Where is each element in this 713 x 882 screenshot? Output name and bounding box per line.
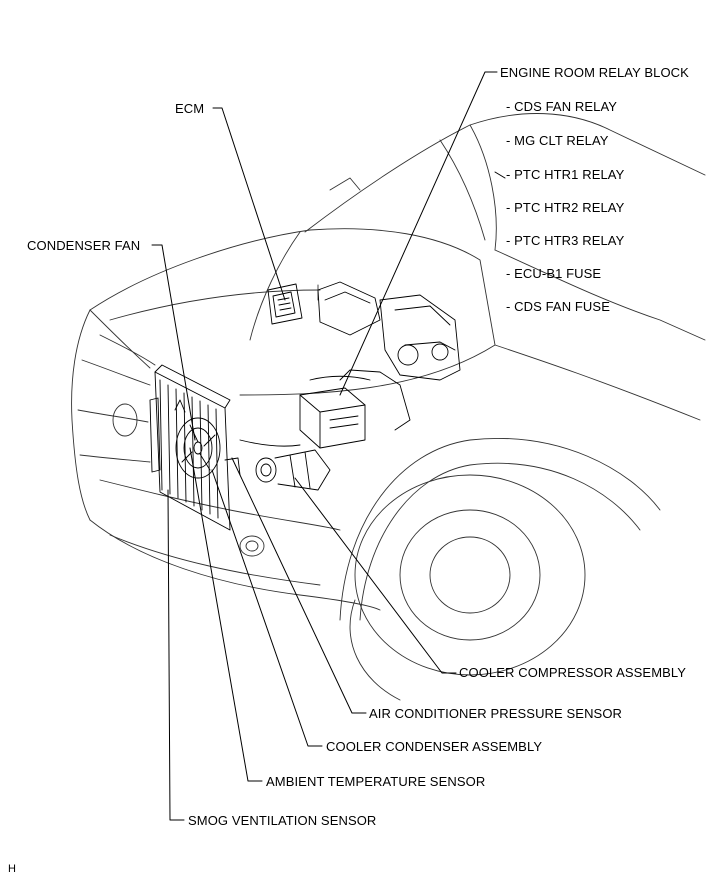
compressor bbox=[239, 439, 331, 491]
condenser-fan-assembly bbox=[149, 364, 241, 531]
relay-item-cds-fan-fuse: - CDS FAN FUSE bbox=[506, 299, 610, 314]
vehicle-body bbox=[71, 113, 706, 701]
relay-block-and-hvac bbox=[299, 281, 461, 449]
figure-code: H bbox=[8, 863, 17, 875]
relay-item-ptc-htr1-relay: - PTC HTR1 RELAY bbox=[506, 167, 625, 182]
relay-item-ecu-b1-fuse: - ECU-B1 FUSE bbox=[506, 266, 602, 281]
cooler-condenser-assembly-label: COOLER CONDENSER ASSEMBLY bbox=[326, 739, 543, 754]
ambient-temperature-sensor-label: AMBIENT TEMPERATURE SENSOR bbox=[266, 774, 486, 789]
air-conditioner-pressure-sensor-label: AIR CONDITIONER PRESSURE SENSOR bbox=[369, 706, 623, 721]
ecm-module bbox=[267, 283, 303, 325]
relay-item-mg-clt-relay: - MG CLT RELAY bbox=[506, 133, 609, 148]
smog-ventilation-sensor-label: SMOG VENTILATION SENSOR bbox=[188, 813, 377, 828]
relay-item-ptc-htr3-relay: - PTC HTR3 RELAY bbox=[506, 233, 625, 248]
relay-item-ptc-htr2-relay: - PTC HTR2 RELAY bbox=[506, 200, 625, 215]
ecm-label: ECM bbox=[175, 101, 205, 116]
cooler-compressor-assembly-label: COOLER COMPRESSOR ASSEMBLY bbox=[459, 665, 687, 680]
relay-item-cds-fan-relay: - CDS FAN RELAY bbox=[506, 99, 618, 114]
leader-lines bbox=[151, 71, 506, 821]
condenser-fan-label: CONDENSER FAN bbox=[27, 238, 141, 253]
engine-room-relay-block-label: ENGINE ROOM RELAY BLOCK bbox=[500, 65, 689, 80]
